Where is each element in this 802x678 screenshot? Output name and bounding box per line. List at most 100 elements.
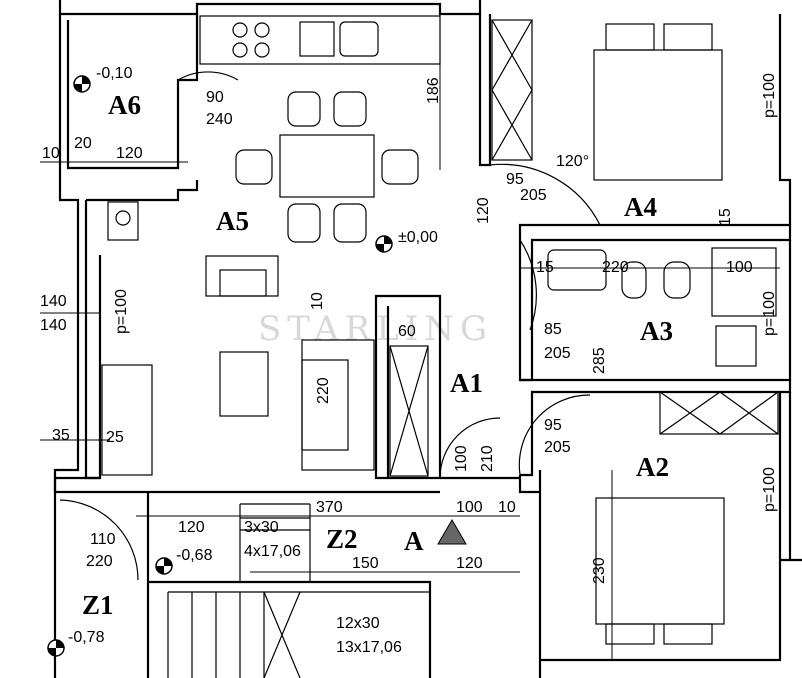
watermark-text: STARLING bbox=[258, 309, 493, 349]
dim-label: 4x17,06 bbox=[244, 543, 301, 560]
pillow bbox=[605, 623, 655, 645]
room-label-z1: Z1 bbox=[82, 590, 114, 620]
stairs-diagonal bbox=[263, 591, 301, 678]
bed-a2 bbox=[595, 497, 725, 625]
pillow bbox=[663, 623, 713, 645]
chair bbox=[287, 203, 321, 243]
stove-burner bbox=[232, 42, 248, 58]
stairs-lower bbox=[167, 591, 430, 678]
room-label-a3: A3 bbox=[640, 316, 673, 346]
section-marker-icon bbox=[437, 519, 467, 545]
door-swing-a3 bbox=[519, 239, 537, 331]
coffee-table bbox=[219, 351, 269, 417]
shower-tray bbox=[711, 247, 777, 317]
dim-label: 110 bbox=[90, 531, 116, 548]
closet-a2 bbox=[659, 391, 779, 435]
drainboard bbox=[299, 21, 335, 57]
dim-label: p=100 bbox=[761, 467, 778, 512]
level-a5: ±0,00 bbox=[398, 229, 438, 246]
door-swing-a6 bbox=[177, 71, 239, 81]
dim-label: 120 bbox=[456, 555, 483, 572]
dim-label: 12x30 bbox=[336, 615, 380, 632]
wall-a4-left bbox=[478, 14, 492, 167]
washing-machine-drum bbox=[115, 210, 131, 226]
wall-outline-top bbox=[58, 0, 482, 16]
level-z2: -0,68 bbox=[176, 547, 213, 564]
dim-label: 140 bbox=[40, 317, 67, 334]
dim-label: 20 bbox=[74, 135, 92, 152]
dim-label: 85 bbox=[544, 321, 562, 338]
room-label-a6: A6 bbox=[108, 90, 141, 120]
wall-outline-left bbox=[53, 14, 80, 678]
chair bbox=[333, 203, 367, 243]
closet-a2-cross bbox=[659, 391, 779, 435]
dim-label: 15 bbox=[717, 208, 734, 226]
chair bbox=[381, 149, 419, 185]
chair bbox=[287, 91, 321, 127]
wall-z2-right bbox=[440, 475, 540, 494]
dim-label: 120 bbox=[475, 197, 492, 224]
dim-label: 13x17,06 bbox=[336, 639, 402, 656]
dim-label: 100 bbox=[726, 259, 753, 276]
dim-label: 10 bbox=[309, 292, 326, 310]
wall-z2-bottom bbox=[146, 492, 432, 678]
dim-label: 10 bbox=[498, 499, 516, 516]
room-label-a4: A4 bbox=[624, 192, 657, 222]
dining-table bbox=[279, 134, 375, 198]
sofa-seat bbox=[301, 359, 349, 451]
door-swing-a1 bbox=[439, 417, 501, 479]
armchair-seat bbox=[219, 269, 267, 297]
level-marker-icon bbox=[47, 639, 65, 657]
stairs-upper bbox=[239, 503, 311, 582]
wall-outline-a6 bbox=[66, 14, 199, 170]
dim-label: 205 bbox=[544, 439, 571, 456]
section-marker-label: A bbox=[404, 526, 424, 556]
dim-label: 240 bbox=[206, 111, 233, 128]
dim-label: 230 bbox=[591, 557, 608, 584]
dim-label: 120 bbox=[116, 145, 143, 162]
wall-a5-left bbox=[84, 180, 199, 480]
chair bbox=[333, 91, 367, 127]
dim-label: 285 bbox=[591, 347, 608, 374]
room-label-a5: A5 bbox=[216, 206, 249, 236]
dim-label: 150 bbox=[352, 555, 379, 572]
room-label-a2: A2 bbox=[636, 452, 669, 482]
dim-label: p=100 bbox=[761, 73, 778, 118]
level-marker-icon bbox=[73, 75, 91, 93]
washing-machine bbox=[107, 201, 139, 241]
level-marker-icon bbox=[375, 235, 393, 253]
dim-label: 10 bbox=[42, 145, 60, 162]
room-label-a1: A1 bbox=[450, 368, 483, 398]
bidet bbox=[621, 261, 647, 299]
stove-burner bbox=[254, 42, 270, 58]
level-marker-icon bbox=[155, 557, 173, 575]
closet-a1 bbox=[389, 345, 429, 477]
sink-icon bbox=[339, 21, 379, 57]
dim-label: 205 bbox=[520, 187, 547, 204]
door-swing-a4 bbox=[489, 163, 601, 226]
dim-label: 205 bbox=[544, 345, 571, 362]
dim-label: 90 bbox=[206, 89, 224, 106]
wall-right-bottom bbox=[538, 470, 802, 678]
kitchen-counter bbox=[199, 15, 441, 65]
washer-a3 bbox=[715, 325, 757, 367]
dim-label: 95 bbox=[544, 417, 562, 434]
wall-a5-bottom bbox=[53, 476, 440, 494]
dim-label: 220 bbox=[602, 259, 629, 276]
level-a6: -0,10 bbox=[96, 65, 133, 82]
door-swing-z1 bbox=[59, 499, 139, 581]
dim-label: 120 bbox=[178, 519, 205, 536]
wardrobe bbox=[101, 364, 153, 476]
dim-label: p=100 bbox=[113, 289, 130, 334]
dim-label: 220 bbox=[315, 377, 332, 404]
closet-a4 bbox=[491, 19, 533, 161]
closet-a4-cross bbox=[491, 19, 533, 161]
dim-label: 100 bbox=[453, 445, 470, 472]
dim-label: 35 bbox=[52, 427, 70, 444]
closet-a1-cross bbox=[389, 345, 429, 477]
dim-label: 210 bbox=[479, 445, 496, 472]
chair bbox=[235, 149, 273, 185]
washbasin bbox=[547, 249, 607, 291]
dim-label: 15 bbox=[536, 259, 554, 276]
room-label-z2: Z2 bbox=[326, 524, 358, 554]
